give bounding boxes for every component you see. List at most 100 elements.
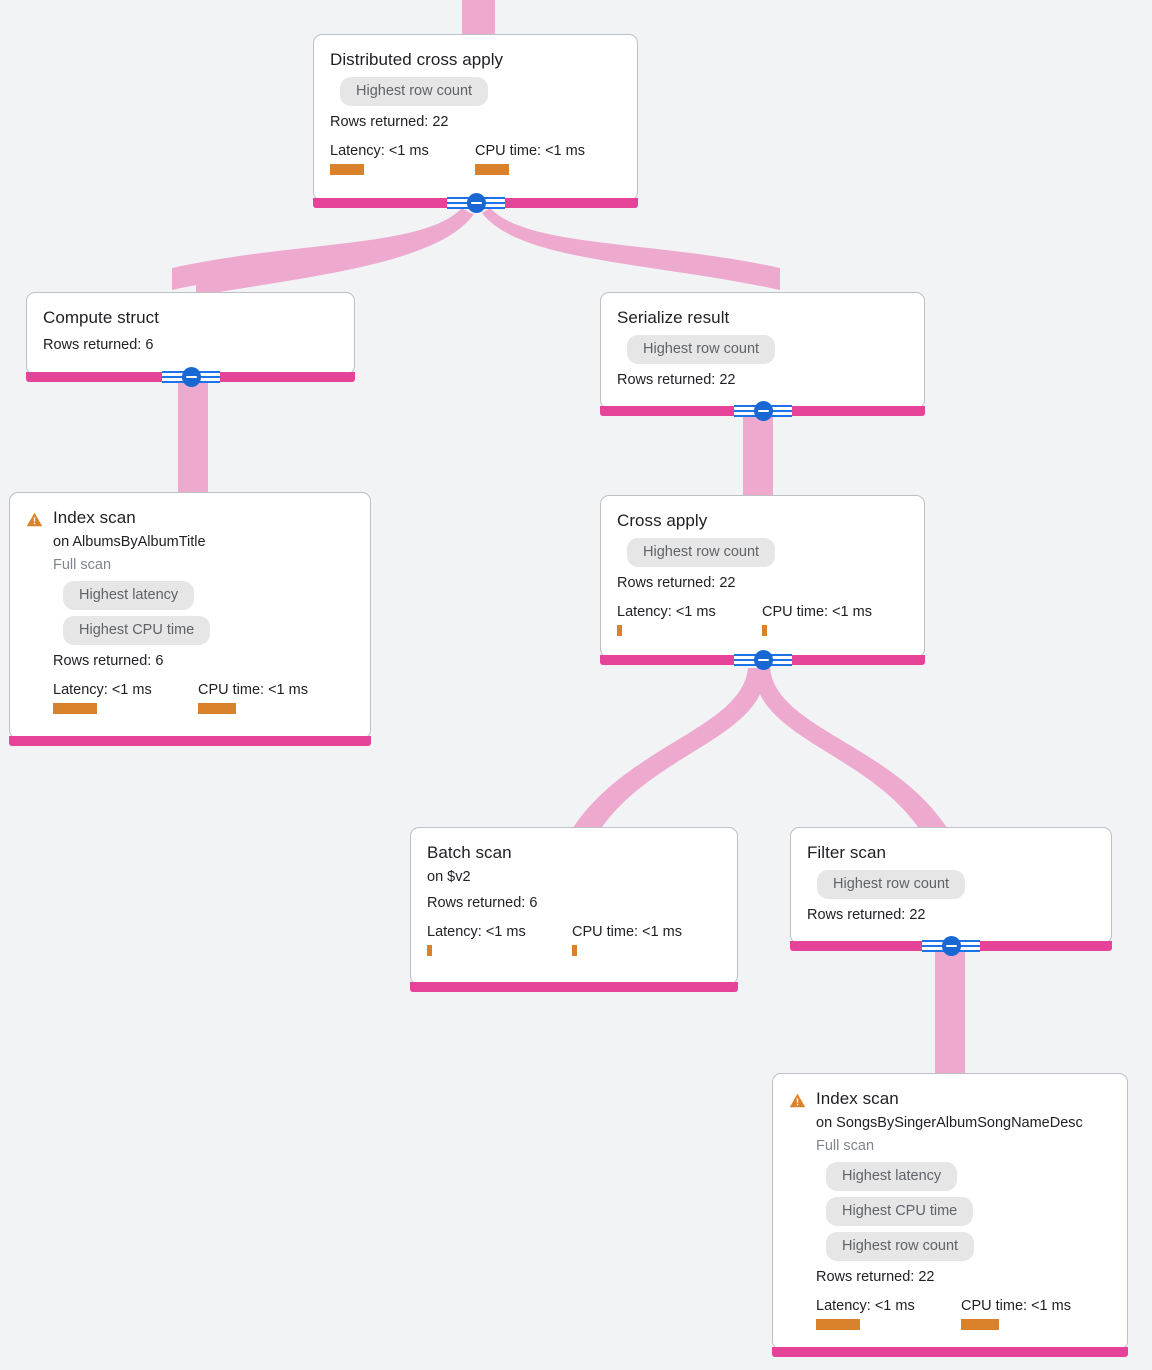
node-badge-wrap: Highest latency xyxy=(53,575,354,610)
metric: Latency: <1 ms xyxy=(816,1297,961,1330)
node-badge-wrap: Highest latency xyxy=(816,1156,1111,1191)
collapse-button-serialize-result[interactable] xyxy=(733,401,792,421)
node-badge-wrap: Highest CPU time xyxy=(53,610,354,645)
metrics-row: Latency: <1 ms CPU time: <1 ms xyxy=(330,142,621,175)
metric-label: CPU time: <1 ms xyxy=(198,682,308,698)
rows-returned: Rows returned: 22 xyxy=(617,575,736,591)
node-title: Cross apply xyxy=(617,511,708,530)
metric: CPU time: <1 ms xyxy=(762,603,872,636)
rows-returned: Rows returned: 22 xyxy=(807,907,926,923)
node-title-row: Filter scan xyxy=(807,842,1095,864)
minus-icon[interactable] xyxy=(942,936,961,956)
metric-label: CPU time: <1 ms xyxy=(572,924,682,940)
metrics-row: Latency: <1 ms CPU time: <1 ms xyxy=(427,923,721,956)
metric: Latency: <1 ms xyxy=(427,923,572,956)
node-title-row: Distributed cross apply xyxy=(330,49,621,71)
collapse-button-filter-scan[interactable] xyxy=(922,936,980,956)
node-title: Serialize result xyxy=(617,308,730,327)
metric-bar xyxy=(961,1319,999,1330)
metric: Latency: <1 ms xyxy=(330,142,475,175)
minus-icon[interactable] xyxy=(753,401,773,421)
node-title-row: Serialize result xyxy=(617,307,908,329)
collapse-button-compute-struct[interactable] xyxy=(161,367,220,387)
metric-label: CPU time: <1 ms xyxy=(762,604,872,620)
node-badge-wrap: Highest row count xyxy=(617,329,908,364)
node-scan-type: Full scan xyxy=(53,557,112,573)
node-badge: Highest CPU time xyxy=(63,616,211,645)
node-title: Distributed cross apply xyxy=(330,50,504,69)
metrics-row: Latency: <1 ms CPU time: <1 ms xyxy=(816,1297,1111,1330)
node-badge-wrap: Highest row count xyxy=(617,532,908,567)
rows-returned: Rows returned: 6 xyxy=(53,653,164,669)
node-badge-wrap: Highest row count xyxy=(330,71,621,106)
metric: CPU time: <1 ms xyxy=(572,923,682,956)
node-badge-wrap: Highest row count xyxy=(816,1226,1111,1261)
warning-triangle-icon xyxy=(789,1092,806,1109)
metric-bar xyxy=(572,945,577,956)
collapse-button-distributed-cross-apply[interactable] xyxy=(446,193,505,213)
node-title-row: Compute struct xyxy=(43,307,338,329)
metric: CPU time: <1 ms xyxy=(961,1297,1071,1330)
metric-label: Latency: <1 ms xyxy=(330,143,429,159)
metric-bar xyxy=(198,703,236,714)
rows-returned: Rows returned: 6 xyxy=(43,337,154,353)
node-title-row: Index scan xyxy=(789,1088,1111,1110)
metric: Latency: <1 ms xyxy=(53,681,198,714)
metric-bar xyxy=(816,1319,860,1330)
metrics-row: Latency: <1 ms CPU time: <1 ms xyxy=(617,603,908,636)
node-subtitle: on AlbumsByAlbumTitle xyxy=(53,534,206,550)
warning-triangle-icon xyxy=(26,511,43,528)
metric-bar xyxy=(427,945,432,956)
node-title: Index scan xyxy=(816,1089,899,1108)
metric-bar xyxy=(475,164,509,175)
node-title: Filter scan xyxy=(807,843,886,862)
node-title: Compute struct xyxy=(43,308,159,327)
minus-icon[interactable] xyxy=(753,650,773,670)
node-badge: Highest row count xyxy=(340,77,489,106)
node-title-row: Batch scan xyxy=(427,842,721,864)
node-subtitle: on SongsBySingerAlbumSongNameDesc xyxy=(816,1115,1083,1131)
node-badge-wrap: Highest CPU time xyxy=(816,1191,1111,1226)
metric-label: Latency: <1 ms xyxy=(617,604,716,620)
node-scan-type: Full scan xyxy=(816,1138,875,1154)
node-badge: Highest latency xyxy=(826,1162,958,1191)
metric-label: Latency: <1 ms xyxy=(53,682,152,698)
metric-label: Latency: <1 ms xyxy=(427,924,526,940)
metrics-row: Latency: <1 ms CPU time: <1 ms xyxy=(53,681,354,714)
node-badge: Highest latency xyxy=(63,581,195,610)
collapse-button-cross-apply[interactable] xyxy=(733,650,792,670)
node-badge-wrap: Highest row count xyxy=(807,864,1095,899)
metric: CPU time: <1 ms xyxy=(475,142,585,175)
node-badge: Highest row count xyxy=(826,1232,975,1261)
metric-bar xyxy=(53,703,97,714)
node-badge: Highest CPU time xyxy=(826,1197,974,1226)
node-badge: Highest row count xyxy=(627,335,776,364)
node-badge: Highest row count xyxy=(817,870,966,899)
node-accent-bar xyxy=(772,1347,1128,1357)
rows-returned: Rows returned: 22 xyxy=(617,372,736,388)
node-accent-bar xyxy=(9,736,371,746)
minus-icon[interactable] xyxy=(466,193,486,213)
metric-label: Latency: <1 ms xyxy=(816,1298,915,1314)
node-title: Batch scan xyxy=(427,843,512,862)
node-badge: Highest row count xyxy=(627,538,776,567)
metric-label: CPU time: <1 ms xyxy=(961,1298,1071,1314)
metric: Latency: <1 ms xyxy=(617,603,762,636)
metric-bar xyxy=(762,625,767,636)
plan-node-index-scan-songs[interactable]: Index scan on SongsBySingerAlbumSongNameD… xyxy=(772,1073,1128,1357)
node-accent-bar xyxy=(410,982,738,992)
minus-icon[interactable] xyxy=(181,367,201,387)
metric-bar xyxy=(617,625,622,636)
metric-bar xyxy=(330,164,364,175)
node-title-row: Index scan xyxy=(26,507,354,529)
metric-label: CPU time: <1 ms xyxy=(475,143,585,159)
node-title-row: Cross apply xyxy=(617,510,908,532)
rows-returned: Rows returned: 6 xyxy=(427,895,538,911)
